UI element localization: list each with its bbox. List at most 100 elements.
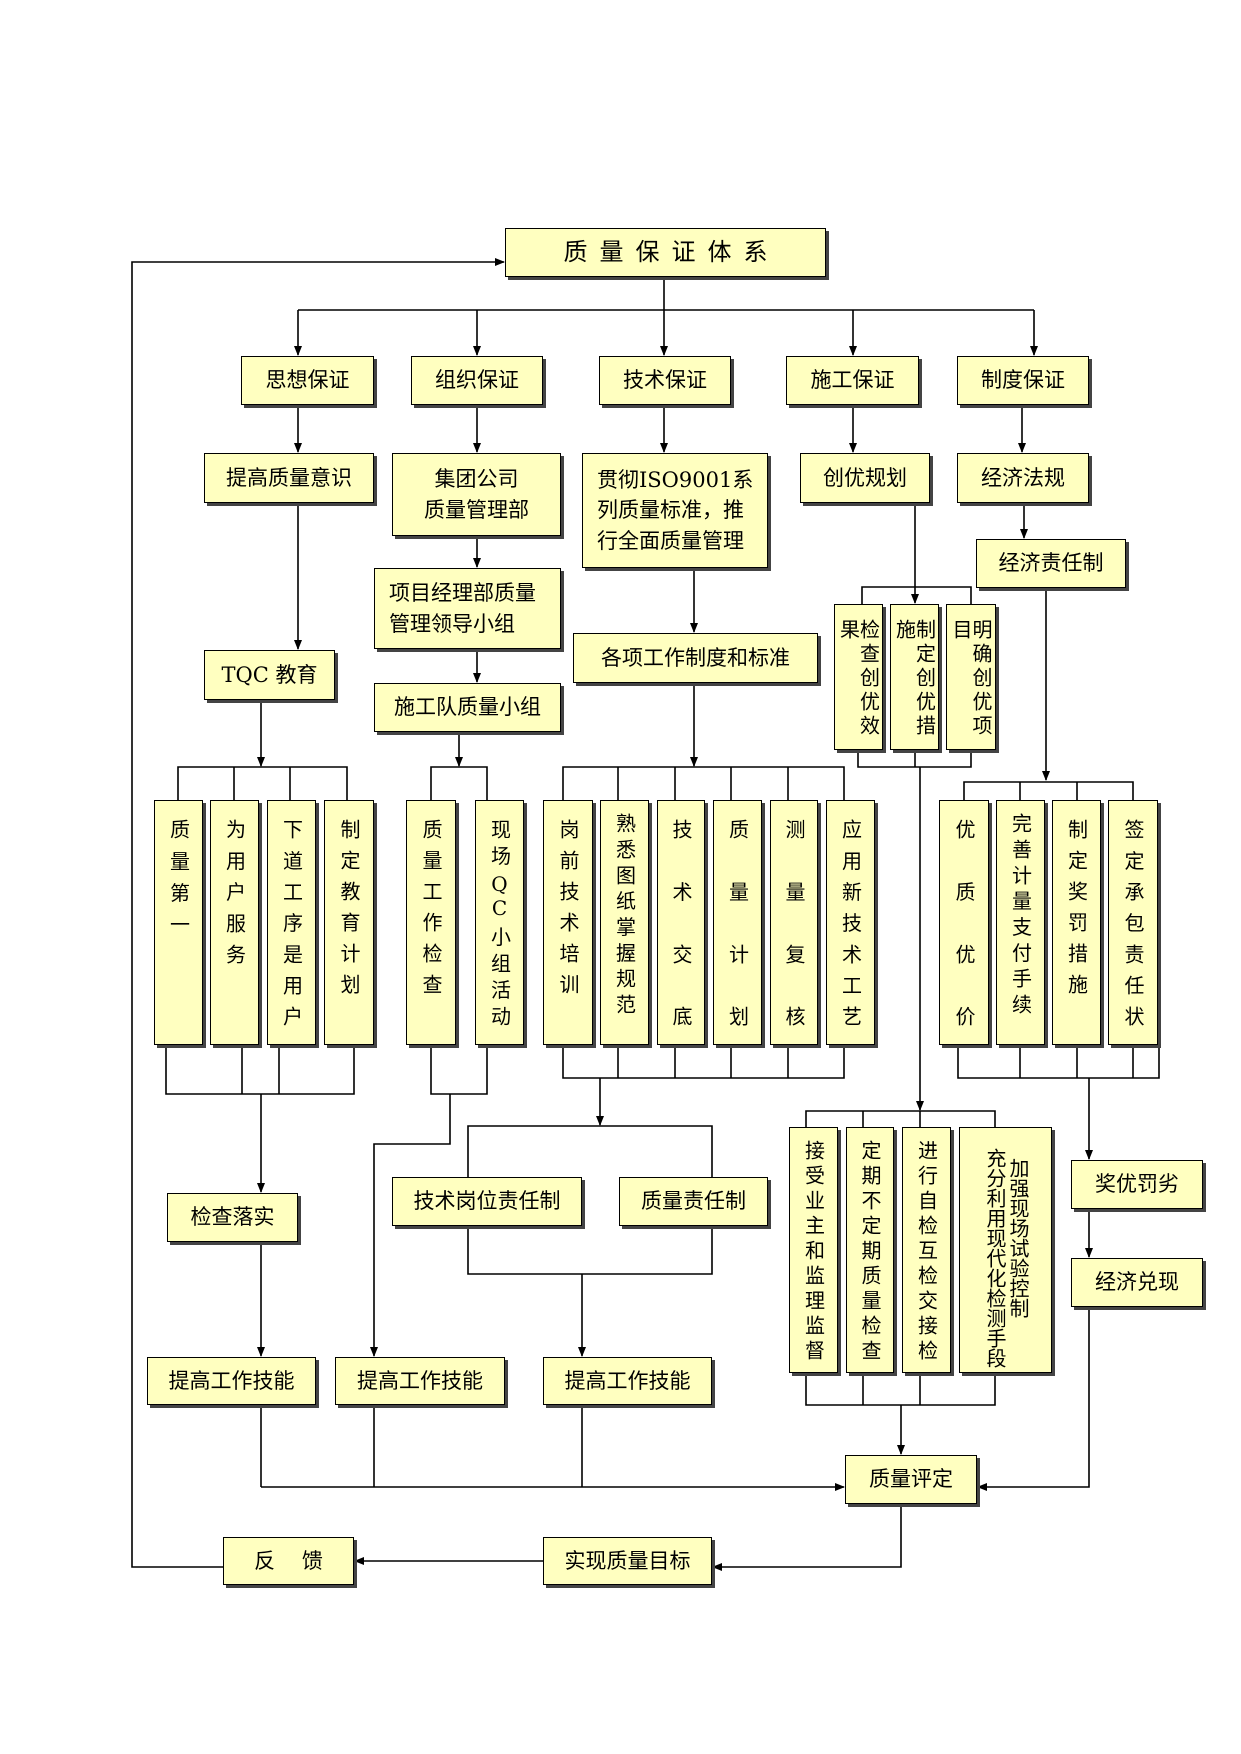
tech-item: 熟悉图纸掌握规范 xyxy=(600,800,649,1045)
skills-label: 提高工作技能 xyxy=(564,1368,691,1393)
pillar-thought-label: 思想保证 xyxy=(265,368,350,393)
tech-item: 岗前技术培训 xyxy=(543,800,593,1045)
tech-item-label: 岗前技术培训 xyxy=(556,819,580,994)
check-impl-label: 检查落实 xyxy=(190,1205,275,1230)
pillar-thought: 思想保证 xyxy=(241,356,374,405)
economic-cash-box: 经济兑现 xyxy=(1071,1258,1203,1307)
quality-eval-label: 质量评定 xyxy=(869,1467,953,1492)
tech-item-label: 测量复核 xyxy=(782,819,806,1026)
excellence-item-label: 检查创优效果 xyxy=(836,619,881,735)
pillar-technology-label: 技术保证 xyxy=(623,368,707,393)
pillar-system: 制度保证 xyxy=(957,356,1089,405)
tech-item: 质量计划 xyxy=(713,800,762,1045)
tech-item: 测量复核 xyxy=(770,800,818,1045)
tech-item-label: 熟悉图纸掌握规范 xyxy=(612,813,637,1014)
thought-item: 下道工序是用户 xyxy=(267,800,316,1045)
economic-resp-label: 经济责任制 xyxy=(998,551,1104,576)
construction-item-label: 接受业主和监理监督 xyxy=(801,1140,826,1360)
group-dept-label: 集团公司 质量管理部 xyxy=(424,467,529,522)
economic-cash-label: 经济兑现 xyxy=(1095,1270,1179,1295)
system-item: 优质优价 xyxy=(939,800,989,1045)
thought-item: 质量第一 xyxy=(154,800,203,1045)
tech-item-label: 应用新技术工艺 xyxy=(838,819,863,1026)
excellence-item: 明确创优项目 xyxy=(946,604,996,750)
group-dept-box: 集团公司 质量管理部 xyxy=(392,453,561,536)
goal-label: 实现质量目标 xyxy=(564,1548,691,1573)
testing-box: 加强现场试验控制 充分利用现代化检测手段 xyxy=(959,1127,1052,1373)
economic-law-label: 经济法规 xyxy=(981,465,1065,490)
raise-awareness-box: 提高质量意识 xyxy=(204,453,374,503)
reward-punish-box: 奖优罚劣 xyxy=(1071,1160,1203,1209)
system-item-label: 优质优价 xyxy=(952,819,976,1026)
project-group-box: 项目经理部质量 管理领导小组 xyxy=(374,568,561,649)
pillar-construction: 施工保证 xyxy=(786,356,919,405)
tech-item: 技术交底 xyxy=(657,800,705,1045)
tech-item-label: 质量计划 xyxy=(725,819,750,1026)
reward-punish-label: 奖优罚劣 xyxy=(1095,1172,1179,1197)
system-item: 签定承包责任状 xyxy=(1108,800,1158,1045)
thought-item: 为用户服务 xyxy=(210,800,259,1045)
construction-item-label: 定期不定期质量检查 xyxy=(858,1140,882,1360)
tech-item: 应用新技术工艺 xyxy=(826,800,875,1045)
goal-box: 实现质量目标 xyxy=(543,1537,712,1585)
excellence-item: 制定创优措施 xyxy=(890,604,939,750)
system-item-label: 签定承包责任状 xyxy=(1121,819,1145,1026)
testing-line-2: 充分利用现代化检测手段 xyxy=(983,1148,1007,1368)
iso-box: 贯彻ISO9001系 列质量标准，推 行全面质量管理 xyxy=(582,453,768,568)
skills-box: 提高工作技能 xyxy=(335,1357,505,1405)
skills-label: 提高工作技能 xyxy=(357,1368,483,1393)
construction-item-label: 进行自检互检交接检 xyxy=(914,1140,939,1360)
thought-item-label: 制定教育计划 xyxy=(337,819,361,994)
construction-item: 进行自检互检交接检 xyxy=(902,1127,951,1373)
standards-label: 各项工作制度和标准 xyxy=(601,645,790,670)
check-impl-box: 检查落实 xyxy=(167,1193,298,1242)
org-item-label: 质量工作检查 xyxy=(419,819,443,994)
pillar-organization: 组织保证 xyxy=(411,356,543,405)
system-item: 制定奖罚措施 xyxy=(1052,800,1101,1045)
org-item-label: 现场QC小组活动 xyxy=(487,819,512,1026)
quality-resp-box: 质量责任制 xyxy=(619,1177,768,1226)
thought-item-label: 为用户服务 xyxy=(222,819,247,964)
system-title: 质量保证体系 xyxy=(505,228,826,277)
system-item-label: 完善计量支付手续 xyxy=(1008,813,1033,1014)
tqc-box: TQC 教育 xyxy=(204,650,335,700)
iso-label: 贯彻ISO9001系 列质量标准，推 行全面质量管理 xyxy=(597,467,754,553)
economic-resp-box: 经济责任制 xyxy=(976,539,1126,588)
tech-post-resp-label: 技术岗位责任制 xyxy=(413,1189,561,1214)
excellence-item-label: 制定创优措施 xyxy=(892,619,937,735)
excellence-plan-label: 创优规划 xyxy=(823,465,907,490)
testing-line-1: 加强现场试验控制 xyxy=(1006,1158,1030,1318)
team-group-label: 施工队质量小组 xyxy=(394,695,541,720)
team-group-box: 施工队质量小组 xyxy=(374,683,561,732)
skills-box: 提高工作技能 xyxy=(147,1357,316,1405)
construction-item: 定期不定期质量检查 xyxy=(846,1127,894,1373)
system-title-text: 质量保证体系 xyxy=(563,238,780,267)
economic-law-box: 经济法规 xyxy=(957,453,1089,503)
thought-item-label: 质量第一 xyxy=(166,819,191,934)
skills-box: 提高工作技能 xyxy=(543,1357,712,1405)
tech-post-resp-box: 技术岗位责任制 xyxy=(392,1177,582,1226)
thought-item: 制定教育计划 xyxy=(324,800,374,1045)
feedback-label: 反 馈 xyxy=(254,1548,323,1573)
pillar-system-label: 制度保证 xyxy=(981,368,1065,393)
org-item: 质量工作检查 xyxy=(406,800,456,1045)
quality-eval-box: 质量评定 xyxy=(845,1455,977,1504)
skills-label: 提高工作技能 xyxy=(168,1368,295,1393)
raise-awareness-label: 提高质量意识 xyxy=(226,465,352,490)
pillar-organization-label: 组织保证 xyxy=(435,368,519,393)
org-item: 现场QC小组活动 xyxy=(475,800,524,1045)
project-group-label: 项目经理部质量 管理领导小组 xyxy=(389,581,536,636)
thought-item-label: 下道工序是用户 xyxy=(279,819,304,1026)
quality-resp-label: 质量责任制 xyxy=(641,1189,746,1214)
pillar-construction-label: 施工保证 xyxy=(810,368,895,393)
excellence-item-label: 明确创优项目 xyxy=(949,619,993,735)
feedback-box: 反 馈 xyxy=(223,1537,354,1585)
excellence-plan-box: 创优规划 xyxy=(800,453,930,503)
pillar-technology: 技术保证 xyxy=(599,356,731,405)
tech-item-label: 技术交底 xyxy=(669,819,693,1026)
excellence-item: 检查创优效果 xyxy=(834,604,883,750)
standards-box: 各项工作制度和标准 xyxy=(573,633,818,683)
system-item-label: 制定奖罚措施 xyxy=(1064,819,1089,994)
construction-item: 接受业主和监理监督 xyxy=(789,1127,838,1373)
